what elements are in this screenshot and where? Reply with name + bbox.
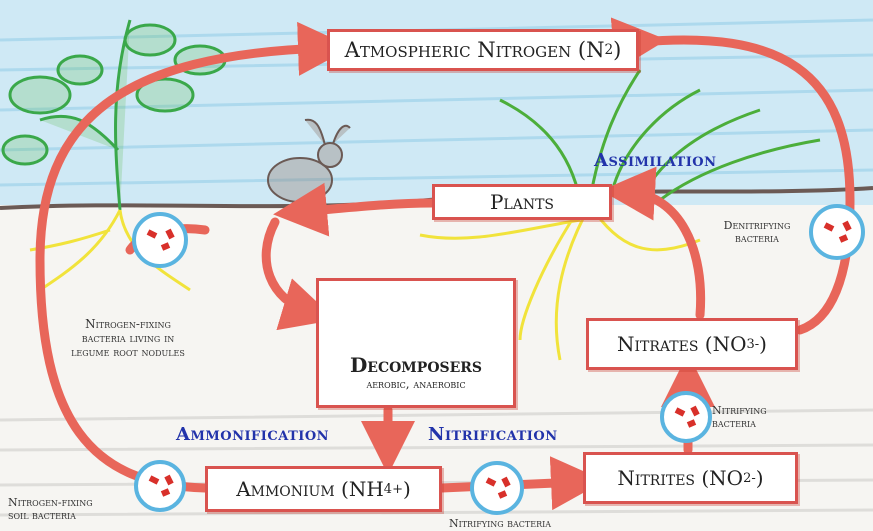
- label-nodule-bacteria-line3: legume root nodules: [58, 346, 198, 360]
- bacteria-nitrifying-right: [662, 393, 710, 441]
- label-nitrifying-right-line2: bacteria: [712, 418, 802, 431]
- bacteria-denitrifying: [811, 206, 863, 258]
- ammonium-sup: +: [392, 482, 403, 497]
- ammonium-post: ): [403, 477, 411, 501]
- decomposers-box: Decomposers aerobic, anaerobic: [316, 278, 516, 408]
- bacteria-soil-fixing: [136, 462, 184, 510]
- label-denitrifying-line1: Denitrifying: [712, 220, 802, 233]
- label-nitrifying-right-line1: Nitrifying: [712, 405, 802, 418]
- label-denitrifying-bacteria: Denitrifying bacteria: [712, 220, 802, 245]
- process-ammonification: Ammonification: [176, 424, 329, 445]
- label-nodule-bacteria: Nitrogen-fixing bacteria living in legum…: [58, 318, 198, 359]
- nitrites-post: ): [756, 466, 764, 490]
- label-soil-bacteria-line1: Nitrogen-fixing: [8, 497, 138, 510]
- ammonium-sub: 4: [384, 482, 392, 497]
- label-denitrifying-line2: bacteria: [712, 233, 802, 246]
- plants-box: Plants: [432, 184, 612, 220]
- bacteria-nitrifying-bottom: [472, 463, 522, 513]
- label-soil-bacteria-line2: soil bacteria: [8, 510, 138, 523]
- plants-label: Plants: [490, 190, 554, 214]
- atmospheric-nitrogen-sub: 2: [604, 42, 613, 58]
- atmospheric-nitrogen-post: ): [613, 38, 621, 62]
- label-nodule-bacteria-line1: Nitrogen-fixing: [58, 318, 198, 332]
- nitrates-post: ): [759, 332, 767, 356]
- nitrites-sub: 2: [743, 471, 751, 486]
- nitrites-pre: Nitrites (NO: [617, 466, 743, 490]
- decomposers-title: Decomposers: [350, 353, 482, 377]
- ammonium-pre: Ammonium (NH: [236, 477, 384, 501]
- bacteria-root-nodule: [134, 214, 186, 266]
- label-nitrifying-right: Nitrifying bacteria: [712, 405, 802, 430]
- process-assimilation: Assimilation: [594, 150, 717, 171]
- nitrates-sub: 3: [746, 337, 754, 352]
- label-soil-bacteria: Nitrogen-fixing soil bacteria: [8, 497, 138, 522]
- label-nitrifying-bottom: Nitrifying bacteria: [430, 518, 570, 531]
- label-nodule-bacteria-line2: bacteria living in: [58, 332, 198, 346]
- atmospheric-nitrogen-pre: Atmospheric Nitrogen (N: [345, 38, 605, 62]
- decomposers-subtitle: aerobic, anaerobic: [366, 377, 465, 391]
- nitrates-pre: Nitrates (NO: [617, 332, 746, 356]
- process-nitrification: Nitrification: [428, 424, 558, 445]
